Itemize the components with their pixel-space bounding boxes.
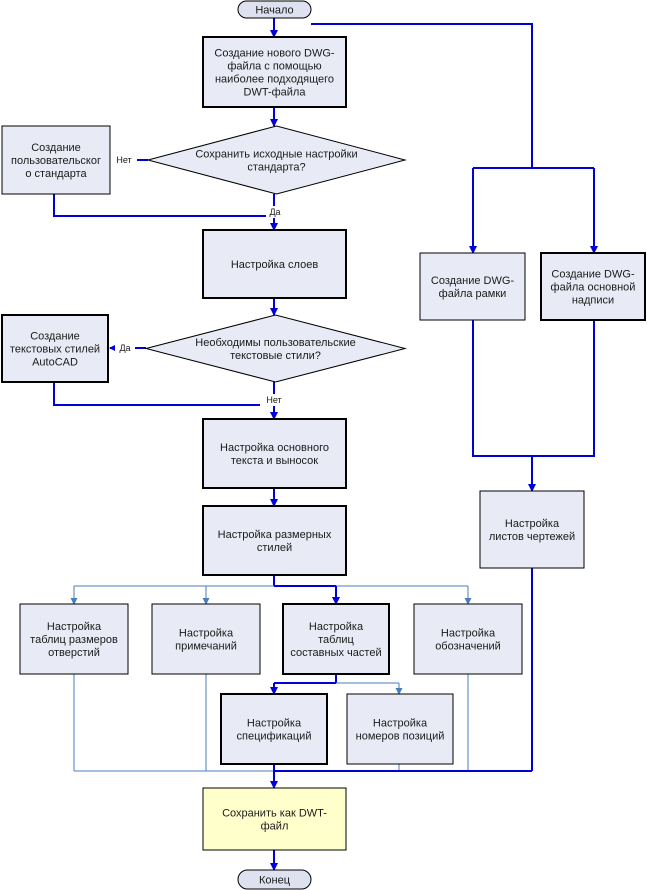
keep-standard-decision-shape: [146, 125, 407, 195]
main-text-box-shape: [202, 418, 347, 489]
label-yes-text-styles: Да: [119, 343, 130, 353]
end-terminal: Конец: [237, 869, 312, 890]
parts-tables-box-shape: [282, 603, 390, 675]
start-terminal: Начало: [237, 0, 312, 19]
layers-box: Настройка слоев: [202, 229, 347, 299]
text-styles-decision-shape: [144, 314, 407, 383]
edge-custom-standard-back: [53, 194, 274, 217]
custom-text-styles-box-shape: [1, 314, 109, 383]
edge-frame-merge: [472, 320, 595, 457]
dim-styles-box-shape: [202, 505, 347, 576]
custom-standard-box-shape: [1, 125, 111, 195]
sheets-box-shape: [479, 490, 585, 569]
frame-dwg-box-shape: [419, 252, 526, 321]
label-no-text-styles: Нет: [266, 395, 281, 405]
save-dwt-box-shape: [202, 787, 347, 851]
start-terminal-shape: [237, 0, 312, 19]
create-dwg-box-shape: [202, 36, 347, 108]
positions-box-shape: [346, 693, 454, 765]
end-terminal-shape: [237, 869, 312, 890]
specs-box-shape: [220, 693, 328, 765]
edge-custom-text-back: [53, 382, 274, 406]
edge-start-right-branch: [311, 23, 533, 168]
notes-box-shape: [151, 603, 261, 675]
end-terminal-label: Конец: [259, 875, 291, 887]
hole-tables-box-shape: [19, 603, 129, 675]
frame-dwg-box-label: Создание DWG-файла рамки: [431, 275, 515, 300]
frame-dwg-box: Создание DWG-файла рамки: [419, 252, 526, 321]
layers-box-shape: [202, 229, 347, 299]
label-no-custom-standard: Нет: [116, 155, 131, 165]
save-dwt-box-label: Сохранить как DWT-файл: [222, 808, 327, 833]
label-yes-keep-standard: Да: [269, 207, 280, 217]
title-block-dwg-box-shape: [540, 252, 646, 321]
start-terminal-label: Начало: [255, 5, 293, 17]
save-dwt-box: Сохранить как DWT-файл: [202, 787, 347, 851]
layers-box-label: Настройка слоев: [231, 259, 318, 271]
symbols-box-shape: [413, 603, 523, 675]
